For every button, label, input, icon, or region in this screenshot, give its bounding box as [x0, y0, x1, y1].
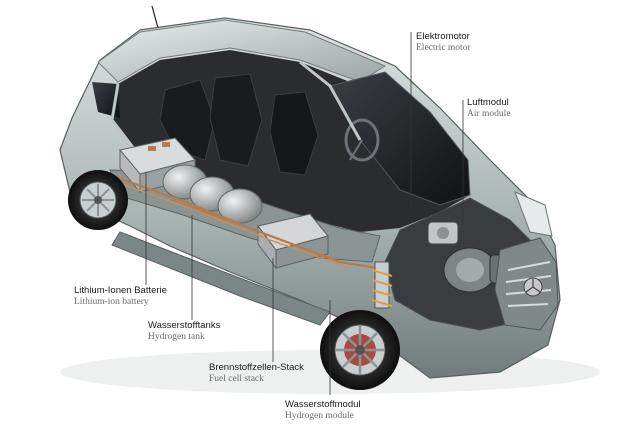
label-electric-motor: Elektromotor Electric motor: [416, 31, 471, 55]
label-hydrogen-module: Wasserstoffmodul Hydrogen module: [285, 399, 361, 423]
label-hydrogen-module-de: Wasserstoffmodul: [285, 399, 361, 410]
windshield: [329, 71, 471, 206]
label-electric-motor-de: Elektromotor: [416, 31, 470, 42]
label-hydrogen-tanks-en: Hydrogen tank: [148, 331, 205, 342]
label-electric-motor-en: Electric motor: [416, 42, 471, 53]
label-hydrogen-tanks: Wasserstofftanks Hydrogen tank: [148, 320, 220, 344]
label-fuel-cell-stack: Brennstoffzellen-Stack Fuel cell stack: [209, 362, 304, 386]
headlight: [514, 191, 553, 237]
air-module-unit: [427, 221, 459, 245]
side-sill: [111, 231, 331, 326]
label-fuel-cell-stack-en: Fuel cell stack: [209, 373, 264, 384]
label-hydrogen-tanks-de: Wasserstofftanks: [148, 320, 221, 331]
label-air-module-de: Luftmodul: [467, 97, 509, 108]
label-lithium-ion-battery-en: Lithium-ion battery: [74, 296, 149, 307]
front-wheel: [320, 310, 400, 390]
rear-wheel: [68, 170, 128, 230]
label-fuel-cell-stack-de: Brennstoffzellen-Stack: [209, 362, 304, 373]
label-hydrogen-module-en: Hydrogen module: [285, 410, 354, 421]
label-lithium-ion-battery-de: Lithium-Ionen Batterie: [74, 285, 167, 296]
hydrogen-tanks-group: [162, 164, 263, 229]
hydrogen-module-unit: [371, 261, 393, 309]
antenna: [151, 5, 159, 29]
label-air-module: Luftmodul Air module: [467, 97, 511, 121]
label-lithium-ion-battery: Lithium-Ionen Batterie Lithium-ion batte…: [74, 285, 167, 309]
label-air-module-en: Air module: [467, 108, 511, 119]
